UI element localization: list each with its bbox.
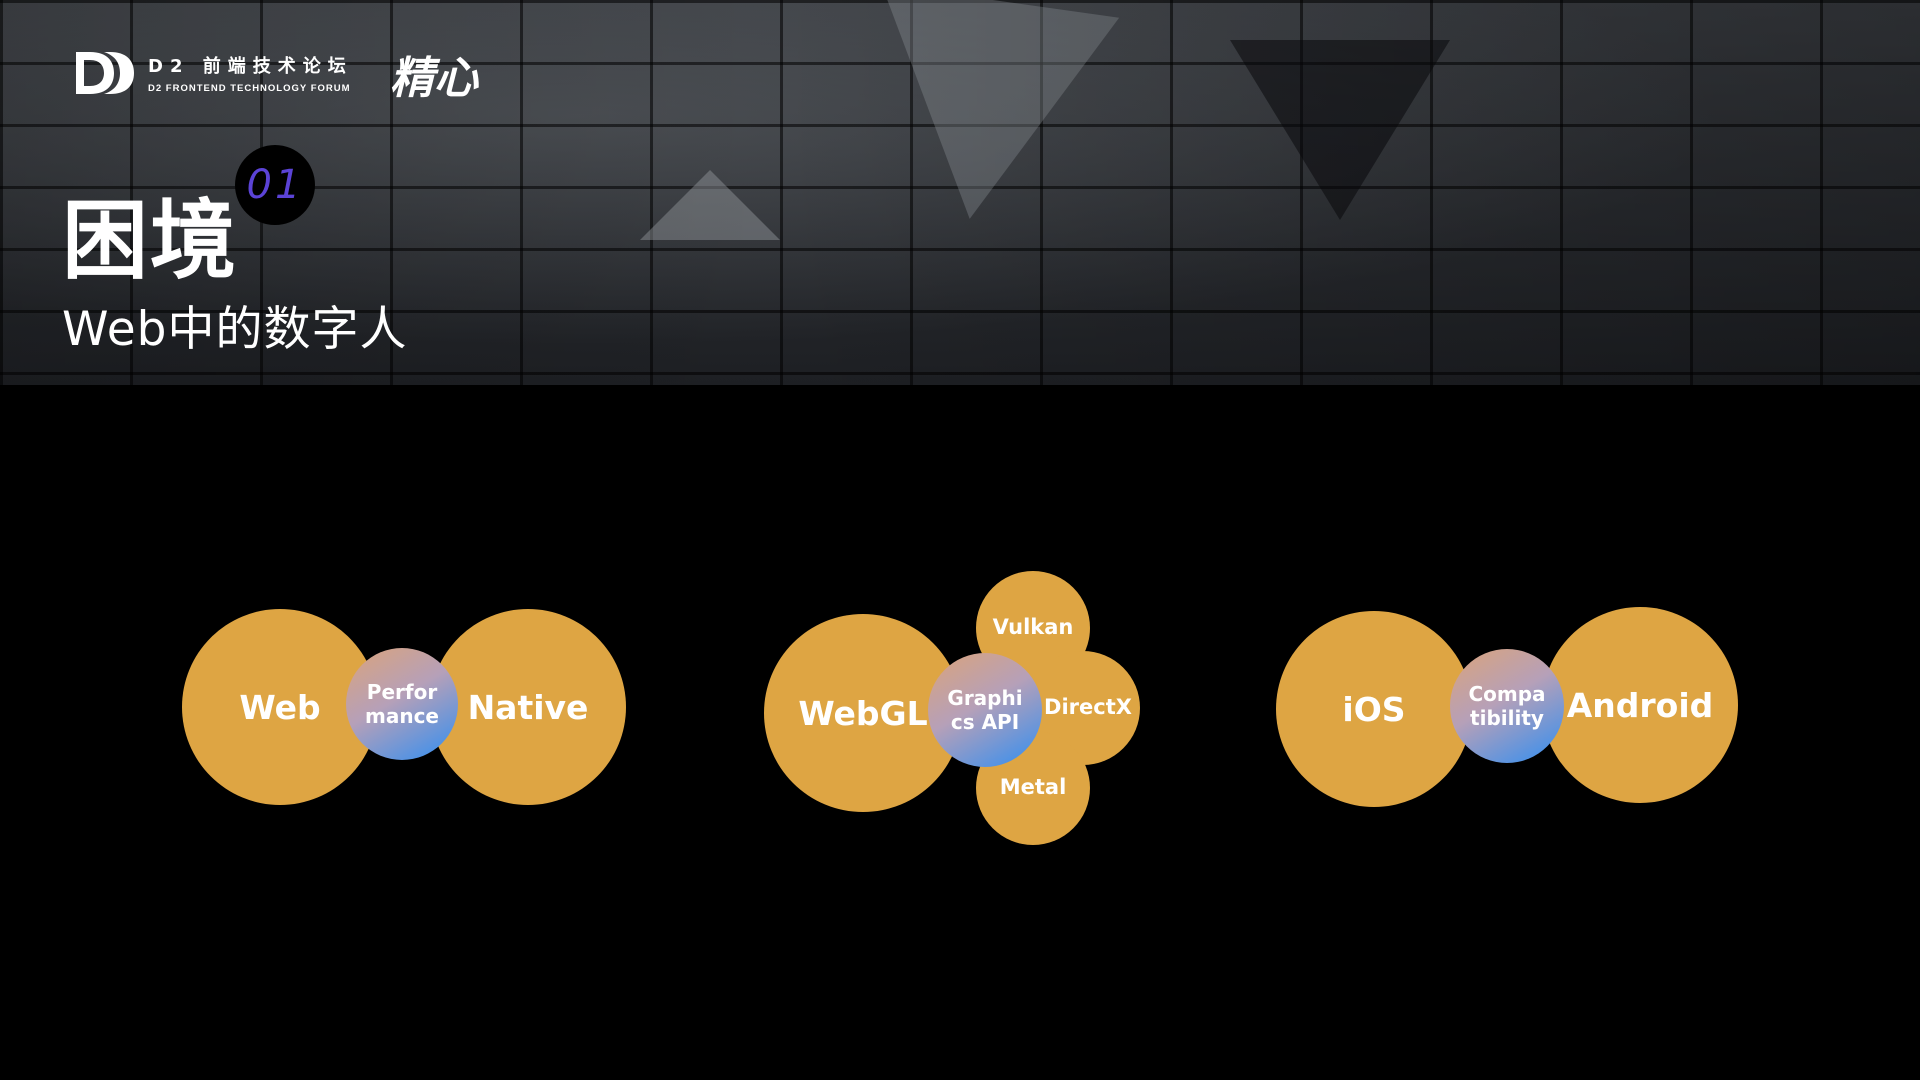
section-number: 01 [246,162,304,208]
compatibility-label-line1: Compa [1468,682,1546,706]
android-label: Android [1566,685,1714,725]
background-shape [1230,40,1450,220]
logo-subtitle: D2 FRONTEND TECHNOLOGY FORUM [148,83,351,94]
web-label: Web [239,687,321,727]
web-circle: Web [182,609,378,805]
webgl-label: WebGL [798,693,928,733]
native-label: Native [467,687,589,727]
section-number-badge: 01 [235,145,315,225]
logo-title: D2 前端技术论坛 [148,56,353,77]
directx-label: DirectX [1044,695,1132,720]
metal-label: Metal [999,775,1067,800]
graphics-api-circle: Graphi cs API [928,653,1042,767]
native-circle: Native [430,609,626,805]
performance-circle: Perfor mance [346,648,458,760]
d2-logo-icon [76,52,134,94]
jingxin-logo: 精心 [390,53,478,104]
graphics-api-label-line2: cs API [950,710,1020,734]
background-shade [0,0,1920,385]
ios-circle: iOS [1276,611,1472,807]
compatibility-label-line2: tibility [1470,706,1544,730]
page-subtitle: Web中的数字人 [62,302,408,357]
ios-label: iOS [1342,689,1406,729]
android-circle: Android [1542,607,1738,803]
graphics-api-label-line1: Graphi [947,686,1023,710]
d2-logo: D2 前端技术论坛 D2 FRONTEND TECHNOLOGY FORUM [74,48,353,98]
compatibility-circle: Compa tibility [1450,649,1564,763]
performance-label-line1: Perfor [366,680,438,704]
background-shape [640,170,780,240]
performance-label-line2: mance [365,704,439,728]
vulkan-label: Vulkan [992,615,1074,640]
page-title: 困境 [62,191,238,291]
header-banner: D2 前端技术论坛 D2 FRONTEND TECHNOLOGY FORUM 精… [0,0,1920,385]
